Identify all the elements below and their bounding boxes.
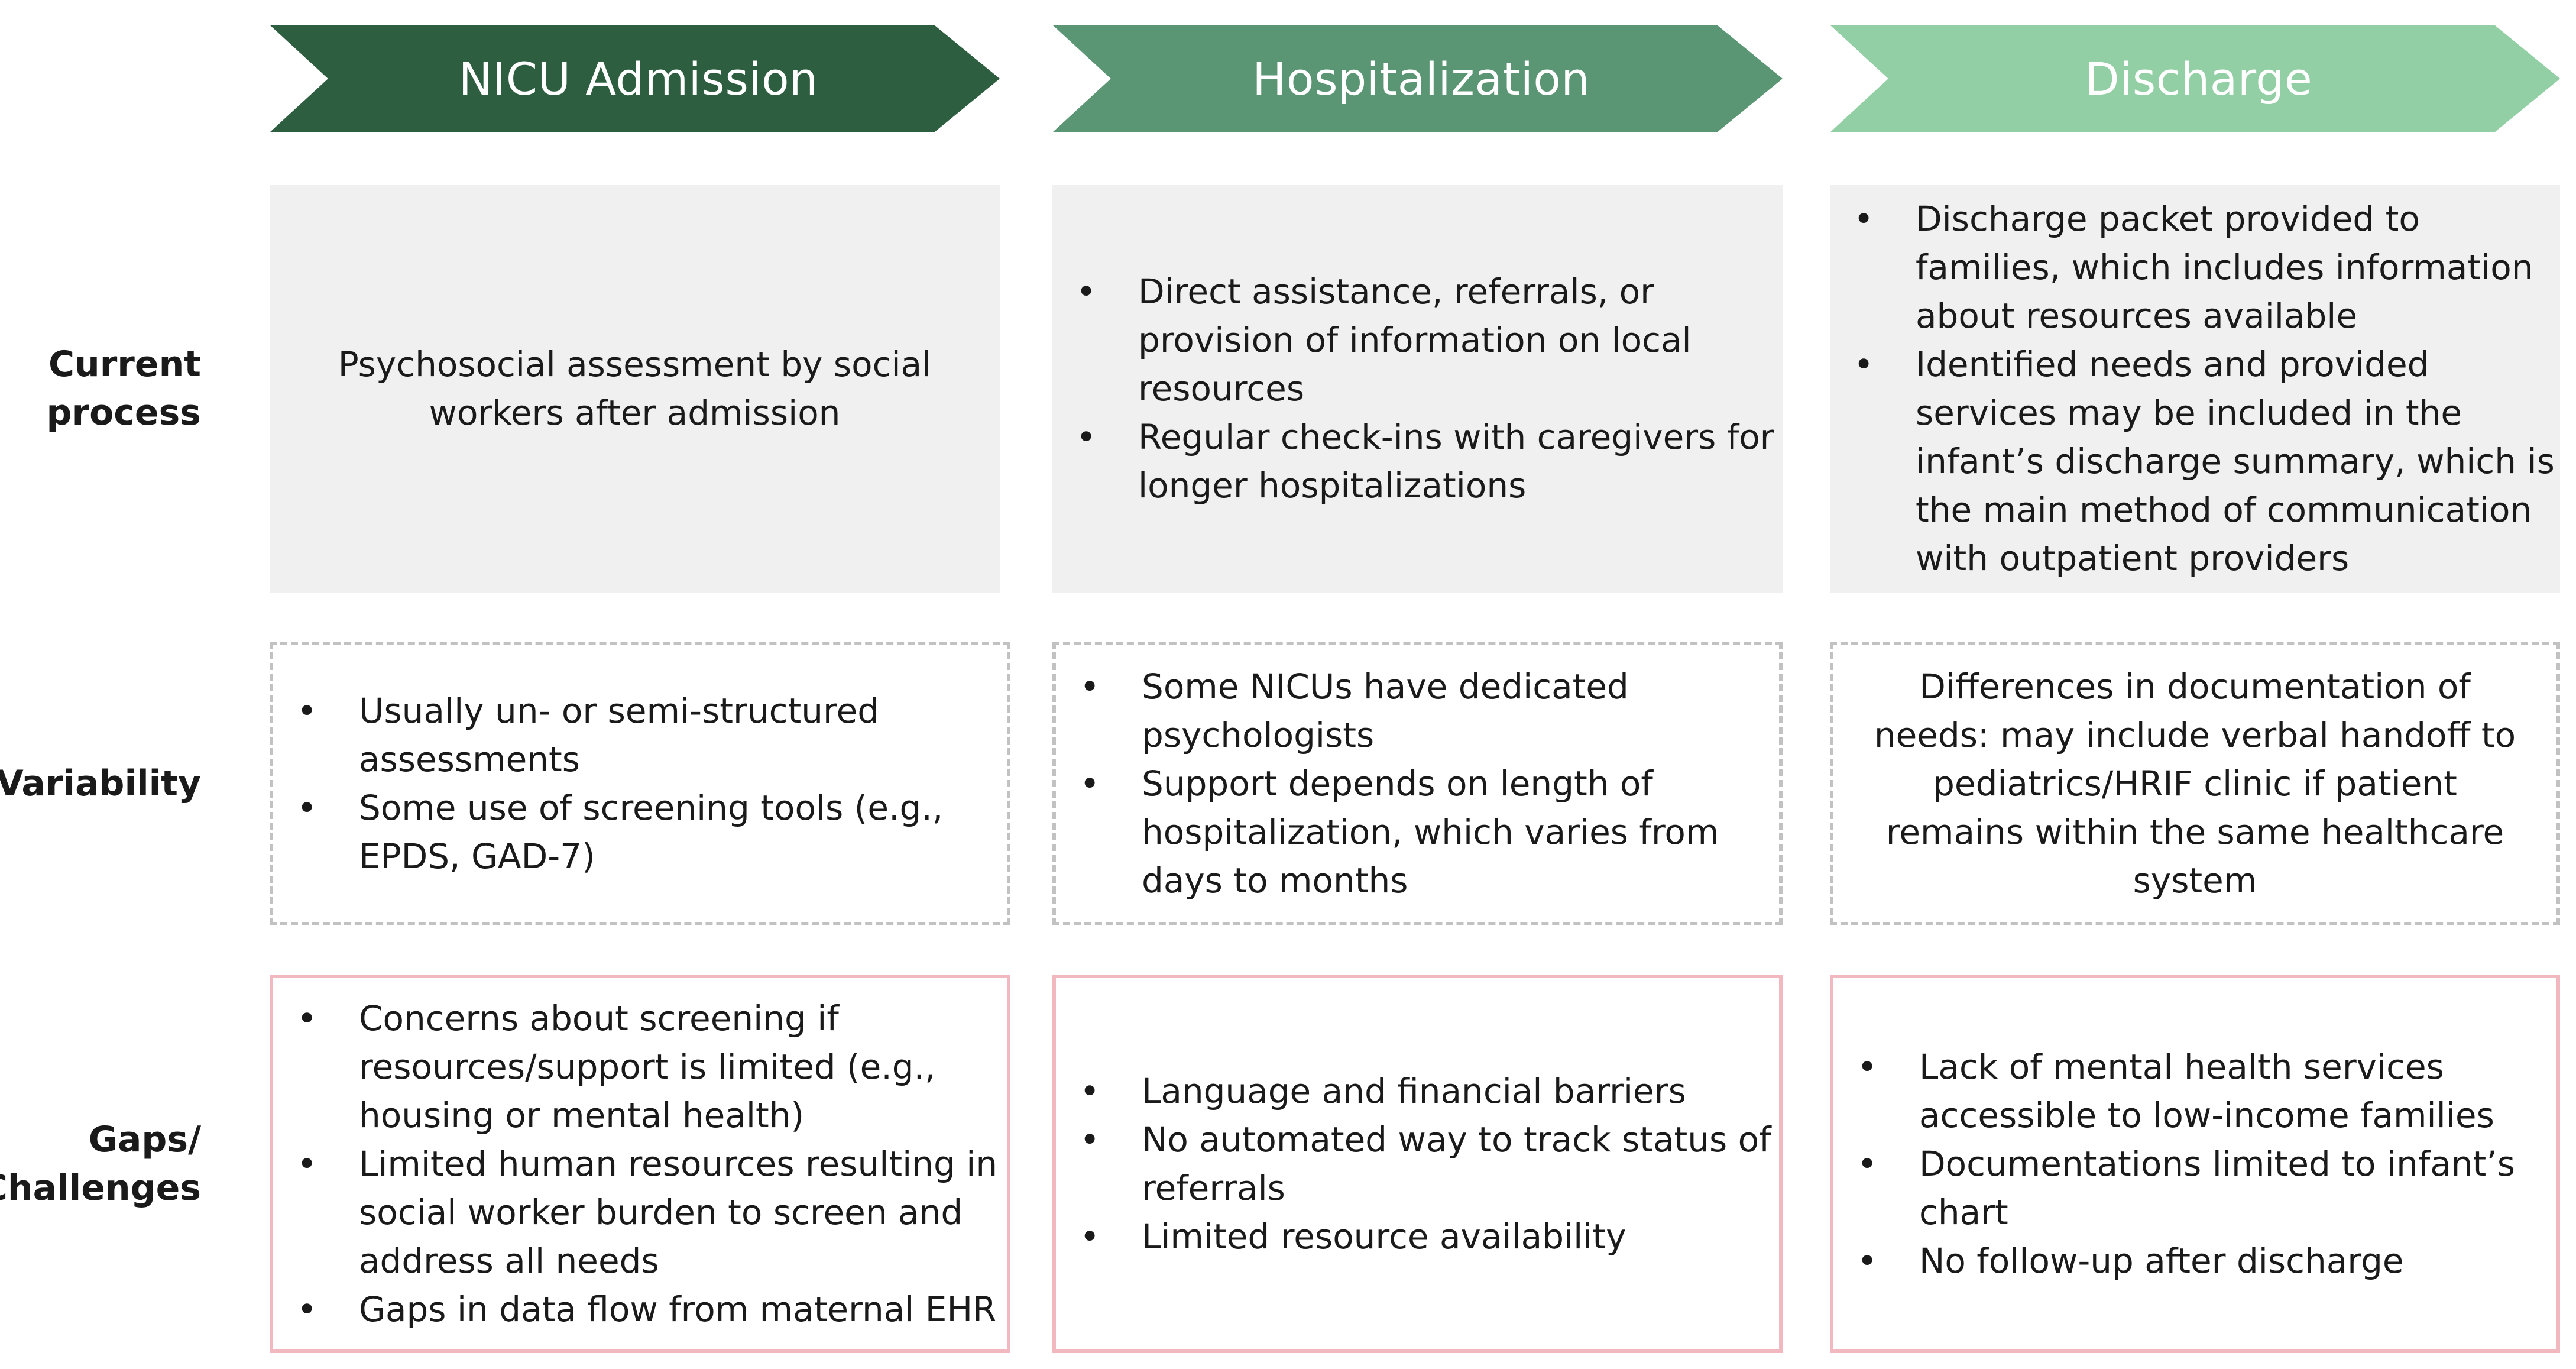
phase-label: NICU Admission [458,52,818,105]
phase-label: Hospitalization [1252,52,1590,105]
list-item: Lack of mental health services accessibl… [1833,1043,2556,1140]
row-label-line: Gaps/ [88,1119,201,1160]
phase-hospitalization: Hospitalization [1052,25,1783,132]
list-item: Usually un- or semi-structured assessmen… [273,687,1007,784]
bullet-list: Direct assistance, referrals, or provisi… [1052,267,1783,510]
row-label-line: Current [48,344,201,385]
current-process-admission: Psychosocial assessment by social worker… [270,185,1000,593]
list-item: Documentations limited to infant’s chart [1833,1140,2556,1237]
list-item: Some use of screening tools (e.g., EPDS,… [273,784,1007,881]
list-item: Some NICUs have dedicated psychologists [1056,662,1779,759]
row-label-line: Challenges [0,1167,201,1209]
list-item: Language and financial barriers [1056,1067,1779,1115]
bullet-list: Language and financial barriers No autom… [1056,1067,1779,1261]
gaps-admission: Concerns about screening if resources/su… [270,975,1010,1353]
cell-text: Differences in documentation of needs: m… [1874,666,2516,901]
row-label-current-process: Current process [0,185,205,593]
bullet-list: Some NICUs have dedicated psychologists … [1056,662,1779,905]
row-label-line: Variability [0,763,201,804]
gaps-discharge: Lack of mental health services accessibl… [1830,975,2560,1353]
list-item: Regular check-ins with caregivers for lo… [1052,413,1783,510]
bullet-list: Usually un- or semi-structured assessmen… [273,687,1007,881]
variability-hospitalization: Some NICUs have dedicated psychologists … [1052,642,1783,925]
variability-discharge: Differences in documentation of needs: m… [1830,642,2560,925]
current-process-discharge: Discharge packet provided to families, w… [1830,185,2560,593]
phase-discharge: Discharge [1830,25,2560,132]
list-item: Limited human resources resulting in soc… [273,1140,1007,1285]
list-item: No follow-up after discharge [1833,1237,2556,1285]
list-item: Limited resource availability [1056,1212,1779,1261]
list-item: Discharge packet provided to families, w… [1830,195,2560,340]
variability-admission: Usually un- or semi-structured assessmen… [270,642,1010,925]
row-label-line: process [46,392,201,433]
current-process-hospitalization: Direct assistance, referrals, or provisi… [1052,185,1783,593]
list-item: Concerns about screening if resources/su… [273,994,1007,1140]
bullet-list: Discharge packet provided to families, w… [1830,195,2560,582]
phase-nicu-admission: NICU Admission [270,25,1000,132]
list-item: Identified needs and provided services m… [1830,340,2560,582]
list-item: No automated way to track status of refe… [1056,1115,1779,1212]
list-item: Gaps in data flow from maternal EHR [273,1285,1007,1334]
gaps-hospitalization: Language and financial barriers No autom… [1052,975,1783,1353]
bullet-list: Lack of mental health services accessibl… [1833,1043,2556,1285]
list-item: Support depends on length of hospitaliza… [1056,759,1779,905]
bullet-list: Concerns about screening if resources/su… [273,994,1007,1334]
phase-label: Discharge [2085,52,2313,105]
cell-text: Psychosocial assessment by social worker… [338,344,932,433]
list-item: Direct assistance, referrals, or provisi… [1052,267,1783,413]
row-label-variability: Variability [0,642,205,925]
row-label-gaps-challenges: Gaps/ Challenges [0,975,205,1353]
